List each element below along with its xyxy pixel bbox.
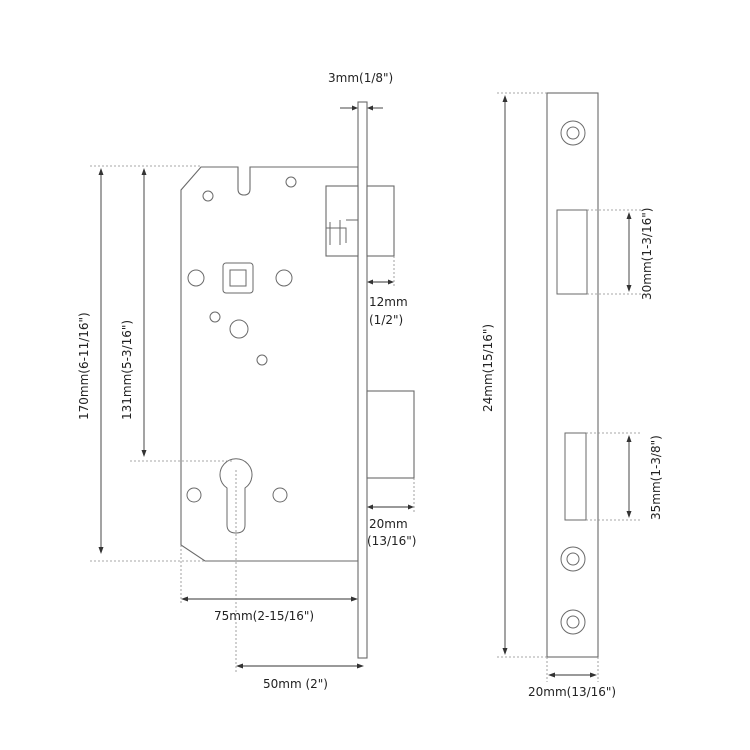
backset-label: 50mm (2") — [263, 677, 328, 691]
faceplate-screw-icon — [566, 552, 580, 566]
screw-hole-icon — [275, 269, 293, 287]
deadbolt-projection-inch-label: (13/16") — [367, 534, 416, 548]
screw-hole-icon — [202, 190, 214, 202]
screw-hole-icon — [209, 311, 221, 323]
lock-dimensions: 3mm(1/8") 12mm (1/2") 20mm (13/16") 170m… — [77, 71, 416, 691]
latch-bolt — [325, 185, 359, 257]
faceplate-front-view — [546, 92, 599, 658]
screw-hole-icon — [229, 319, 249, 339]
case-width-label: 75mm(2-15/16") — [214, 609, 314, 623]
bolt-opening — [564, 432, 587, 521]
screw-hole-icon — [272, 487, 288, 503]
faceplate-width-label: 20mm(13/16") — [528, 685, 616, 699]
cylinder-hole-icon — [219, 458, 253, 534]
faceplate-height-label: 24mm(15/16") — [481, 324, 495, 412]
latch-tongue — [366, 185, 395, 257]
faceplate-screw-icon — [560, 546, 586, 572]
deadbolt-projection-label: 20mm — [369, 517, 408, 531]
case-height-label: 170mm(6-11/16") — [77, 312, 91, 420]
screw-hole-icon — [256, 354, 268, 366]
latch-projection-inch-label: (1/2") — [369, 313, 403, 327]
faceplate-thickness-label: 3mm(1/8") — [328, 71, 393, 85]
screw-hole-icon — [187, 269, 205, 287]
faceplate — [357, 101, 368, 659]
latch-opening — [556, 209, 588, 295]
faceplate-screw-icon — [566, 615, 580, 629]
spindle-hub — [222, 262, 254, 294]
spindle-square-icon — [229, 269, 247, 287]
faceplate-front — [546, 92, 599, 658]
latch-hole-label: 30mm(1-3/16") — [640, 208, 654, 300]
latch-spring — [326, 219, 358, 245]
faceplate-screw-icon — [566, 126, 580, 140]
lock-body — [180, 101, 415, 659]
latch-projection-label: 12mm — [369, 295, 408, 309]
faceplate-screw-icon — [560, 120, 586, 146]
deadbolt — [366, 390, 415, 479]
faceplate-dimensions: 24mm(15/16") 30mm(1-3/16") 35mm(1-3/8") … — [481, 92, 663, 699]
faceplate-screw-icon — [560, 609, 586, 635]
screw-hole-icon — [186, 487, 202, 503]
screw-hole-icon — [285, 176, 297, 188]
bolt-hole-label: 35mm(1-3/8") — [649, 435, 663, 520]
follower-to-cylinder-label: 131mm(5-3/16") — [120, 320, 134, 420]
